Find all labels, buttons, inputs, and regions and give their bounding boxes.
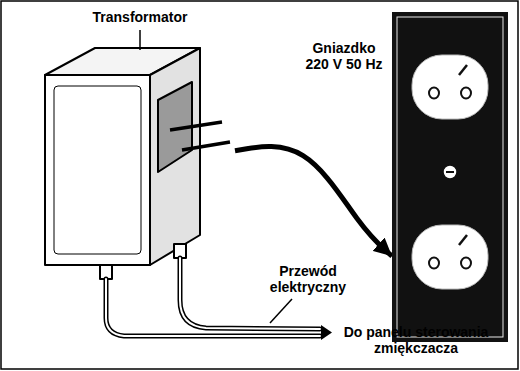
outlet-plate bbox=[392, 12, 508, 342]
plate-screw bbox=[443, 165, 457, 179]
transformer-drawing bbox=[170, 122, 222, 130]
outlet-label: Gniazdko 220 V 50 Hz bbox=[300, 40, 388, 72]
electric-wire bbox=[321, 325, 332, 340]
socket bbox=[461, 258, 471, 269]
transformer-body: Transformator bbox=[40, 45, 235, 270]
socket bbox=[412, 55, 488, 119]
outlet-plate bbox=[397, 17, 503, 337]
plate-screw bbox=[446, 171, 454, 173]
socket bbox=[412, 225, 488, 289]
transformer-drawing bbox=[182, 142, 230, 150]
destination-label: Do panelu sterowania zmiękczacza bbox=[333, 324, 499, 356]
socket bbox=[459, 235, 467, 245]
transformer-label: Transformator bbox=[65, 9, 215, 25]
transformer-drawing bbox=[54, 86, 141, 254]
socket bbox=[429, 88, 439, 99]
transformer-drawing bbox=[45, 75, 150, 265]
socket bbox=[429, 258, 439, 269]
leader-line bbox=[270, 299, 292, 323]
socket bbox=[459, 65, 467, 75]
wall-outlet: Gniazdko 220 V 50 Hz bbox=[392, 12, 508, 342]
socket bbox=[412, 55, 488, 119]
leader-line bbox=[139, 30, 141, 50]
plate-screw bbox=[443, 165, 457, 179]
wire-label: Przewód elektryczny bbox=[258, 263, 358, 295]
outlet-plate bbox=[392, 12, 508, 342]
socket bbox=[461, 88, 471, 99]
transformer-drawing bbox=[45, 48, 230, 279]
plug-in-arrow bbox=[235, 147, 392, 257]
socket bbox=[412, 225, 488, 289]
transformer-drawing bbox=[150, 48, 200, 265]
